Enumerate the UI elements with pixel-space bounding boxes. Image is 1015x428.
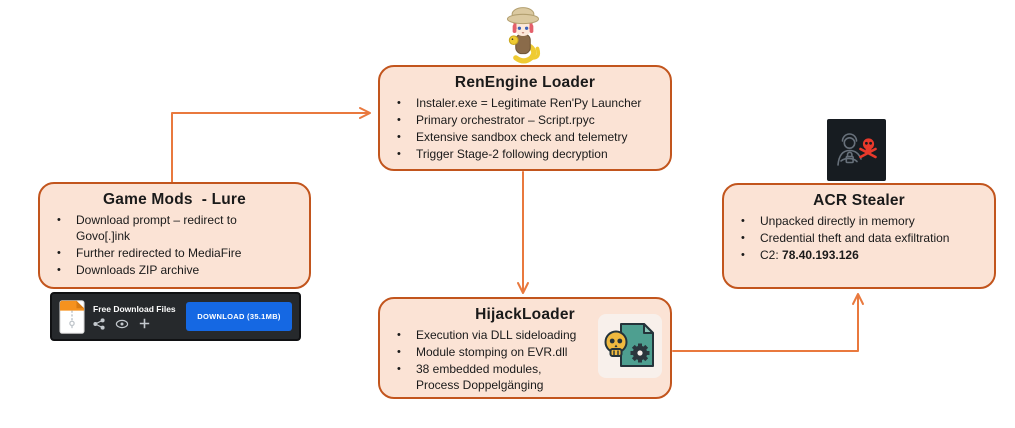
bullet-item: Download prompt – redirect to Govo[.]ink — [40, 213, 309, 245]
node-title: RenEngine Loader — [454, 74, 596, 91]
node-title: Game Mods - Lure — [103, 191, 246, 208]
bullet-item: Credential theft and data exfiltration — [724, 231, 994, 247]
download-bar-actions — [93, 317, 176, 330]
arrow-gamemods-to-renengine — [171, 107, 371, 183]
download-bar-text: Free Download Files — [93, 304, 176, 330]
bullet-item: Primary orchestrator – Script.rpyc — [380, 113, 670, 129]
node-renengine-loader: RenEngine Loader Instaler.exe = Legitima… — [378, 65, 672, 171]
zip-file-icon — [59, 299, 85, 334]
arrow-hijackloader-to-acr — [672, 293, 864, 352]
bullet-item: Extensive sandbox check and telemetry — [380, 130, 670, 146]
skull-document-gear-icon — [598, 314, 662, 378]
c2-label: C2: — [760, 247, 783, 262]
bullet-item: Downloads ZIP archive — [40, 263, 309, 279]
node-acr-stealer: ACR Stealer Unpacked directly in memory … — [722, 183, 996, 289]
bullet-item: Unpacked directly in memory — [724, 214, 994, 230]
bullet-list: Download prompt – redirect to Govo[.]ink… — [40, 213, 309, 279]
node-hijackloader: HijackLoader Execution via DLL sideloadi… — [378, 297, 672, 399]
bullet-item: Instaler.exe = Legitimate Ren'Py Launche… — [380, 96, 670, 112]
bullet-item: Execution via DLL sideloading — [380, 328, 670, 344]
hacker-skull-icon — [827, 119, 886, 181]
bullet-list: Instaler.exe = Legitimate Ren'Py Launche… — [380, 96, 670, 163]
c2-ip-address: 78.40.193.126 — [782, 247, 859, 262]
bullet-item: Further redirected to MediaFire — [40, 246, 309, 262]
bullet-item: Trigger Stage-2 following decryption — [380, 147, 670, 163]
bullet-list: Unpacked directly in memory Credential t… — [724, 214, 994, 264]
renpy-mascot-icon — [495, 5, 551, 64]
download-file-label: Free Download Files — [93, 303, 176, 314]
download-bar-screenshot: Free Download Files DOWNLOAD (35.1MB) — [50, 292, 301, 341]
share-icon[interactable] — [93, 317, 105, 330]
eye-icon[interactable] — [115, 319, 129, 329]
node-game-mods-lure: Game Mods - Lure Download prompt – redir… — [38, 182, 311, 289]
bullet-item: Module stomping on EVR.dll — [380, 345, 670, 361]
arrow-renengine-to-hijackloader — [517, 171, 529, 294]
node-title: ACR Stealer — [813, 192, 905, 209]
node-title: HijackLoader — [475, 306, 575, 323]
plus-icon[interactable] — [139, 318, 150, 329]
download-button[interactable]: DOWNLOAD (35.1MB) — [186, 302, 292, 331]
bullet-list: Execution via DLL sideloading Module sto… — [380, 328, 670, 394]
bullet-item: 38 embedded modules, Process Doppelgängi… — [380, 362, 670, 394]
bullet-item-c2: C2: 78.40.193.126 — [724, 248, 994, 264]
